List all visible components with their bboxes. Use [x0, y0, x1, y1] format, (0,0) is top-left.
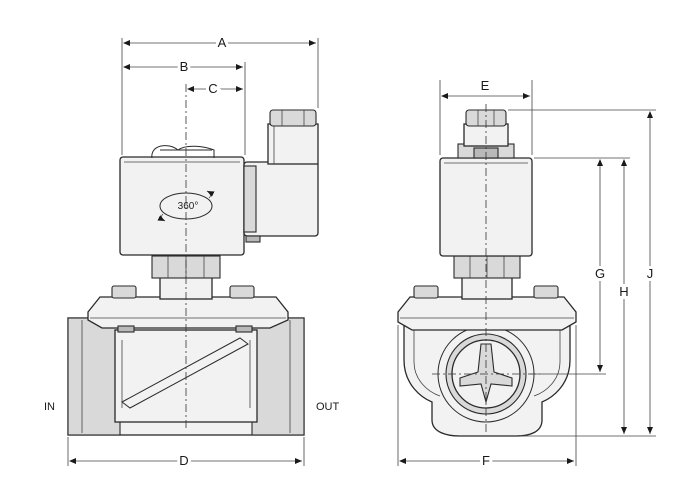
dim-label-j: J [647, 266, 654, 281]
side-bonnet-flange [397, 285, 577, 331]
dim-label-f: F [482, 453, 490, 468]
side-dimensions: E F G H J [397, 78, 656, 471]
port-label-out: OUT [316, 401, 340, 413]
dim-label-e: E [481, 78, 490, 93]
front-dimensions: A B C D [67, 32, 319, 471]
dim-label-g: G [595, 266, 605, 281]
dim-label-a: A [218, 35, 227, 50]
side-stem-nut [453, 255, 521, 300]
side-valve-body [403, 325, 571, 437]
coil-rotation-label: 360° [178, 201, 199, 212]
dim-label-c: C [208, 81, 217, 96]
dim-label-h: H [619, 284, 628, 299]
front-view [67, 84, 319, 436]
dim-label-d: D [179, 453, 188, 468]
side-connector [457, 109, 515, 159]
port-label-in: IN [44, 401, 55, 413]
bonnet-flange [87, 285, 289, 333]
side-view [397, 104, 577, 437]
connector [243, 109, 319, 243]
dim-label-b: B [180, 59, 189, 74]
